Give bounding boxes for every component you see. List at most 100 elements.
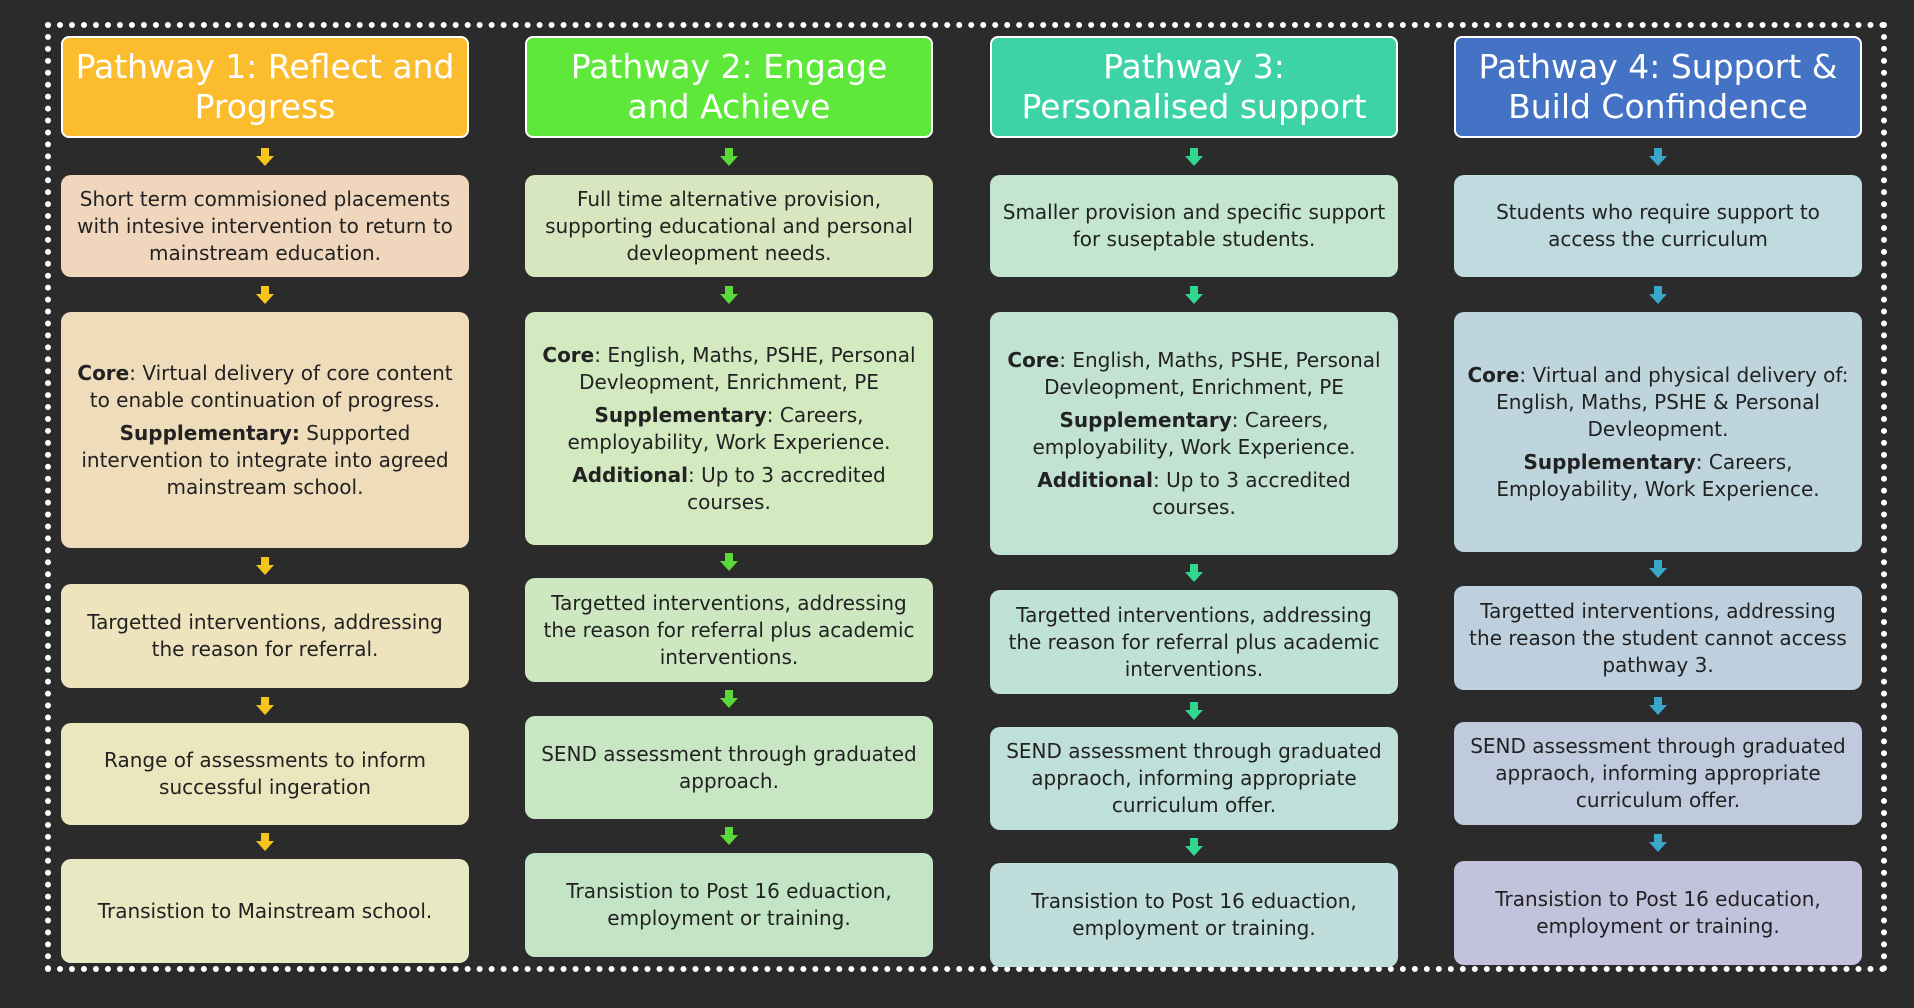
down-arrow-icon	[1185, 563, 1203, 582]
step-text: SEND assessment through graduated apprao…	[1006, 739, 1382, 817]
down-arrow-icon	[1185, 147, 1203, 166]
step-paragraph: Targetted interventions, addressing the …	[535, 590, 923, 671]
down-arrow-icon	[256, 833, 274, 851]
step-paragraph: SEND assessment through graduated apprao…	[1464, 733, 1852, 814]
step-text: Full time alternative provision, support…	[545, 186, 913, 265]
step-label: Supplementary	[1059, 407, 1232, 432]
step-paragraph: SEND assessment through graduated apprao…	[1000, 738, 1388, 819]
step-text: : Up to 3 accredited courses.	[687, 462, 886, 514]
down-arrow-icon	[256, 557, 274, 575]
step-text: Transistion to Post 16 eduaction, employ…	[1031, 889, 1357, 940]
pathway-step-box: Smaller provision and specific support f…	[990, 175, 1398, 277]
step-paragraph: SEND assessment through graduated approa…	[535, 741, 923, 795]
pathway-step-box: Core: English, Maths, PSHE, Personal Dev…	[990, 312, 1398, 555]
step-text: Students who require support to access t…	[1496, 200, 1820, 251]
step-paragraph: Core: Virtual and physical delivery of: …	[1464, 362, 1852, 443]
step-text: Targetted interventions, addressing the …	[543, 590, 915, 669]
step-paragraph: Additional: Up to 3 accredited courses.	[535, 462, 923, 516]
step-paragraph: Students who require support to access t…	[1464, 199, 1852, 253]
step-text: : Virtual and physical delivery of: Engl…	[1496, 362, 1849, 441]
step-paragraph: Additional: Up to 3 accredited courses.	[1000, 467, 1388, 521]
step-paragraph: Supplementary: Careers, employability, W…	[535, 402, 923, 456]
down-arrow-icon	[256, 696, 274, 715]
step-paragraph: Core: Virtual delivery of core content t…	[71, 360, 459, 414]
step-text: Range of assessments to inform successfu…	[103, 748, 426, 799]
pathway-header: Pathway 1: Reflect and Progress	[61, 36, 469, 138]
pathway-step-box: Transistion to Post 16 eduaction, employ…	[525, 853, 933, 957]
down-arrow-icon	[1649, 834, 1667, 852]
pathway-step-box: Targetted interventions, addressing the …	[525, 578, 933, 682]
pathway-step-box: Transistion to Post 16 education, employ…	[1454, 861, 1862, 965]
step-label: Core	[77, 360, 130, 385]
step-paragraph: Transistion to Post 16 eduaction, employ…	[535, 878, 923, 932]
pathway-step-box: Range of assessments to inform successfu…	[61, 723, 469, 825]
step-label: Additional	[572, 462, 688, 487]
step-label: Core	[1007, 347, 1060, 372]
step-text: Transistion to Mainstream school.	[97, 898, 433, 923]
step-paragraph: Core: English, Maths, PSHE, Personal Dev…	[535, 342, 923, 396]
step-label: Additional	[1037, 467, 1153, 492]
step-text: SEND assessment through graduated apprao…	[1470, 734, 1846, 812]
step-text: SEND assessment through graduated approa…	[541, 741, 917, 793]
down-arrow-icon	[1649, 560, 1667, 578]
pathway-step-box: Full time alternative provision, support…	[525, 175, 933, 277]
down-arrow-icon	[1185, 701, 1203, 720]
step-label: Core	[542, 342, 595, 367]
pathway-header: Pathway 4: Support & Build Confindence	[1454, 36, 1862, 138]
step-paragraph: Smaller provision and specific support f…	[1000, 199, 1388, 253]
pathway-step-box: Short term commisioned placements with i…	[61, 175, 469, 277]
step-text: Targetted interventions, addressing the …	[87, 610, 443, 661]
step-text: Targetted interventions, addressing the …	[1008, 602, 1380, 681]
pathway-step-box: Core: Virtual delivery of core content t…	[61, 312, 469, 548]
pathway-step-box: Students who require support to access t…	[1454, 175, 1862, 277]
step-label: Supplementary:	[119, 420, 300, 445]
step-text: Targetted interventions, addressing the …	[1469, 598, 1847, 677]
step-text: Short term commisioned placements with i…	[77, 186, 453, 265]
step-text: Transistion to Post 16 education, employ…	[1495, 887, 1821, 938]
step-text: : Up to 3 accredited courses.	[1152, 467, 1351, 519]
step-paragraph: Supplementary: Careers, employability, W…	[1000, 407, 1388, 461]
step-paragraph: Targetted interventions, addressing the …	[1464, 598, 1852, 679]
pathway-step-box: Targetted interventions, addressing the …	[1454, 586, 1862, 690]
step-paragraph: Targetted interventions, addressing the …	[1000, 602, 1388, 683]
pathway-header: Pathway 3: Personalised support	[990, 36, 1398, 138]
down-arrow-icon	[1185, 837, 1203, 856]
step-text: : Careers, employability, Work Experienc…	[567, 402, 891, 454]
step-paragraph: Transistion to Post 16 education, employ…	[1464, 886, 1852, 940]
step-text: : Virtual delivery of core content to en…	[89, 360, 453, 412]
step-text: : English, Maths, PSHE, Personal Devleop…	[579, 342, 916, 394]
step-label: Supplementary	[594, 402, 767, 427]
step-text: Smaller provision and specific support f…	[1002, 200, 1386, 251]
pathway-step-box: Transistion to Post 16 eduaction, employ…	[990, 863, 1398, 967]
down-arrow-icon	[1649, 697, 1667, 715]
step-paragraph: Short term commisioned placements with i…	[71, 186, 459, 267]
pathway-step-box: SEND assessment through graduated apprao…	[1454, 722, 1862, 825]
down-arrow-icon	[720, 690, 738, 708]
pathway-step-box: Transistion to Mainstream school.	[61, 859, 469, 963]
down-arrow-icon	[720, 827, 738, 845]
pathway-header: Pathway 2: Engage and Achieve	[525, 36, 933, 138]
step-paragraph: Full time alternative provision, support…	[535, 186, 923, 267]
step-text: Supported intervention to integrate into…	[81, 420, 449, 499]
down-arrow-icon	[720, 147, 738, 166]
step-text: : Careers, employability, Work Experienc…	[1032, 407, 1356, 459]
step-paragraph: Transistion to Post 16 eduaction, employ…	[1000, 888, 1388, 942]
diagram-frame	[45, 22, 1887, 972]
step-text: : English, Maths, PSHE, Personal Devleop…	[1044, 347, 1381, 399]
pathway-step-box: SEND assessment through graduated apprao…	[990, 727, 1398, 830]
down-arrow-icon	[720, 552, 738, 571]
down-arrow-icon	[1649, 285, 1667, 304]
step-paragraph: Transistion to Mainstream school.	[98, 898, 433, 925]
step-text: : Careers, Employability, Work Experienc…	[1496, 449, 1820, 501]
down-arrow-icon	[256, 285, 274, 304]
down-arrow-icon	[720, 285, 738, 304]
step-paragraph: Core: English, Maths, PSHE, Personal Dev…	[1000, 347, 1388, 401]
pathway-step-box: Core: English, Maths, PSHE, Personal Dev…	[525, 312, 933, 545]
pathway-step-box: Targetted interventions, addressing the …	[61, 584, 469, 688]
step-label: Supplementary	[1523, 449, 1696, 474]
step-label: Core	[1467, 362, 1520, 387]
pathway-step-box: SEND assessment through graduated approa…	[525, 716, 933, 819]
step-paragraph: Targetted interventions, addressing the …	[71, 609, 459, 663]
step-paragraph: Range of assessments to inform successfu…	[71, 747, 459, 801]
step-paragraph: Supplementary: Careers, Employability, W…	[1464, 449, 1852, 503]
